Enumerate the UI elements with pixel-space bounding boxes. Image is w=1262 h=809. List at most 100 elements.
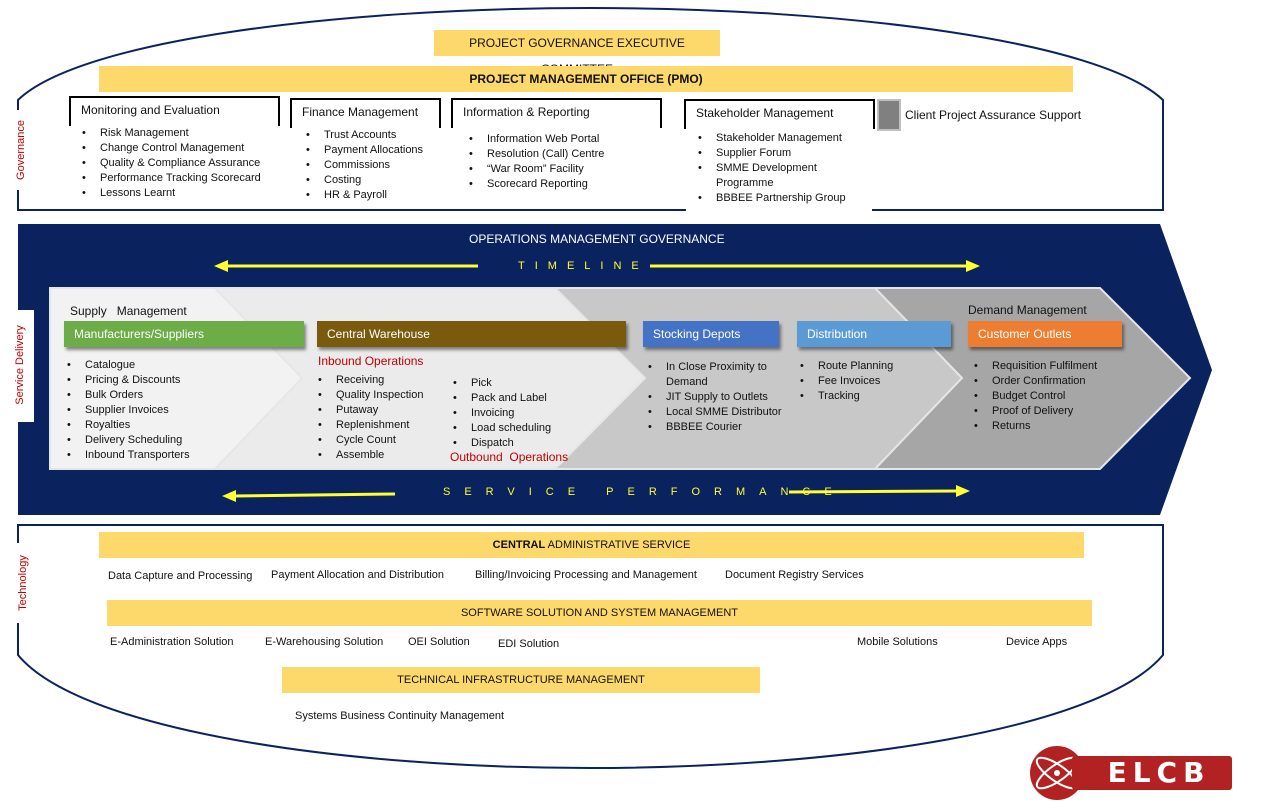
distribution-bar: Distribution xyxy=(797,321,951,347)
list-item: Returns xyxy=(972,419,1097,434)
central-admin-rest: ADMINISTRATIVE SERVICE xyxy=(545,539,691,551)
outbound-operations-list: Pick Pack and Label Invoicing Load sched… xyxy=(451,376,551,451)
list-item: Putaway xyxy=(316,403,423,418)
timeline-left-arrowhead xyxy=(214,260,228,272)
list-item: Quality Inspection xyxy=(316,388,423,403)
list-item: Invoicing xyxy=(451,406,551,421)
supply-management-label: Supply Management xyxy=(70,304,187,318)
list-item: Receiving xyxy=(316,373,423,388)
timeline-right-arrowhead xyxy=(966,260,980,272)
software-item: E-Administration Solution xyxy=(110,636,234,648)
list-item: HR & Payroll xyxy=(304,188,423,203)
list-item: Proof of Delivery xyxy=(972,404,1097,419)
list-item: Requisition Fulfilment xyxy=(972,359,1097,374)
list-item: Fee Invoices xyxy=(798,374,893,389)
timeline-label: TIMELINE xyxy=(518,260,649,272)
list-item: Royalties xyxy=(65,418,190,433)
demand-management-label: Demand Management xyxy=(968,303,1087,317)
client-assurance-square xyxy=(877,99,901,131)
software-item: OEI Solution xyxy=(408,636,470,648)
list-item: Scorecard Reporting xyxy=(467,177,604,192)
central-admin-bar: CENTRAL ADMINISTRATIVE SERVICE xyxy=(99,532,1084,558)
list-item: JIT Supply to Outlets xyxy=(646,390,786,405)
technology-bowl-outline xyxy=(17,524,1164,770)
inbound-operations-label: Inbound Operations xyxy=(318,354,424,368)
stocking-depots-list: In Close Proximity to Demand JIT Supply … xyxy=(646,360,786,435)
manufacturers-suppliers-bar: Manufacturers/Suppliers xyxy=(64,321,304,347)
service-left-arrow xyxy=(233,492,396,498)
list-item: Load scheduling xyxy=(451,421,551,436)
monitoring-evaluation-title: Monitoring and Evaluation xyxy=(69,96,280,126)
service-right-arrow xyxy=(788,489,959,494)
finance-management-title: Finance Management xyxy=(290,98,441,128)
customer-outlets-bar: Customer Outlets xyxy=(968,321,1122,347)
software-item: Device Apps xyxy=(1006,636,1068,648)
monitoring-evaluation-list: Risk Management Change Control Managemen… xyxy=(80,126,261,201)
list-item: Assemble xyxy=(316,448,423,463)
list-item: Pick xyxy=(451,376,551,391)
list-item: Local SMME Distributor xyxy=(646,405,786,420)
service-left-arrowhead xyxy=(222,490,236,502)
central-admin-bold: CENTRAL xyxy=(492,539,546,551)
infra-item: Systems Business Continuity Management xyxy=(295,710,505,722)
admin-item: Data Capture and Processing xyxy=(108,570,253,582)
list-item: Replenishment xyxy=(316,418,423,433)
list-item: Costing xyxy=(304,173,423,188)
elcb-logo: ELCB xyxy=(1030,744,1234,802)
list-item: Inbound Transporters xyxy=(65,448,190,463)
list-item: Tracking xyxy=(798,389,893,404)
technical-infrastructure-bar: TECHNICAL INFRASTRUCTURE MANAGEMENT xyxy=(282,667,760,693)
elcb-logo-text: ELCB xyxy=(1107,756,1211,789)
list-item: Stakeholder Management xyxy=(696,131,866,146)
distribution-list: Route Planning Fee Invoices Tracking xyxy=(798,359,893,404)
software-solution-bar: SOFTWARE SOLUTION AND SYSTEM MANAGEMENT xyxy=(107,600,1092,626)
list-item: “War Room” Facility xyxy=(467,162,604,177)
list-item: Catalogue xyxy=(65,358,190,373)
list-item: Budget Control xyxy=(972,389,1097,404)
list-item: Payment Allocations xyxy=(304,143,423,158)
list-item: Delivery Scheduling xyxy=(65,433,190,448)
list-item: Supplier Invoices xyxy=(65,403,190,418)
client-assurance-label: Client Project Assurance Support xyxy=(905,108,1082,122)
information-reporting-list: Information Web Portal Resolution (Call)… xyxy=(467,132,604,192)
admin-item: Billing/Invoicing Processing and Managem… xyxy=(475,569,697,581)
list-item: Trust Accounts xyxy=(304,128,423,143)
list-item: Cycle Count xyxy=(316,433,423,448)
stocking-depots-bar: Stocking Depots xyxy=(643,321,779,347)
manufacturers-list: Catalogue Pricing & Discounts Bulk Order… xyxy=(65,358,190,463)
inbound-operations-list: Receiving Quality Inspection Putaway Rep… xyxy=(316,373,423,463)
service-performance-label: SERVICE PERFORMANCE xyxy=(443,486,846,498)
elcb-logo-emblem xyxy=(1030,746,1084,800)
governance-side-label: Governance xyxy=(15,110,27,190)
service-delivery-side-label: Service Delivery xyxy=(14,325,26,405)
list-item: SMME Development Programme xyxy=(696,161,866,191)
list-item: Pack and Label xyxy=(451,391,551,406)
central-warehouse-bar: Central Warehouse xyxy=(317,321,626,347)
software-item: Mobile Solutions xyxy=(857,636,938,648)
list-item: Commissions xyxy=(304,158,423,173)
software-item: E-Warehousing Solution xyxy=(265,636,384,648)
list-item: Resolution (Call) Centre xyxy=(467,147,604,162)
list-item: Information Web Portal xyxy=(467,132,604,147)
list-item: Supplier Forum xyxy=(696,146,866,161)
list-item: Pricing & Discounts xyxy=(65,373,190,388)
technology-side-label: Technology xyxy=(17,543,29,623)
finance-management-list: Trust Accounts Payment Allocations Commi… xyxy=(304,128,423,203)
pmo-bar: PROJECT MANAGEMENT OFFICE (PMO) xyxy=(99,66,1073,92)
operations-title: OPERATIONS MANAGEMENT GOVERNANCE xyxy=(469,232,725,246)
list-item: Dispatch xyxy=(451,436,551,451)
software-item: EDI Solution xyxy=(498,638,560,650)
service-right-arrowhead xyxy=(956,485,970,497)
admin-item: Payment Allocation and Distribution xyxy=(271,569,445,581)
outbound-operations-label: Outbound Operations xyxy=(450,450,569,464)
list-item: BBBEE Courier xyxy=(646,420,786,435)
list-item: BBBEE Partnership Group xyxy=(696,191,866,206)
elcb-logo-banner: ELCB xyxy=(1072,756,1232,790)
stakeholder-management-list: Stakeholder Management Supplier Forum SM… xyxy=(696,131,866,206)
customer-outlets-list: Requisition Fulfilment Order Confirmatio… xyxy=(972,359,1097,434)
list-item: Order Confirmation xyxy=(972,374,1097,389)
list-item: Risk Management xyxy=(80,126,261,141)
service-delivery-label-bg xyxy=(10,310,34,422)
executive-committee-bar: PROJECT GOVERNANCE EXECUTIVE COMMITTEE xyxy=(434,30,720,76)
list-item: Lessons Learnt xyxy=(80,186,261,201)
